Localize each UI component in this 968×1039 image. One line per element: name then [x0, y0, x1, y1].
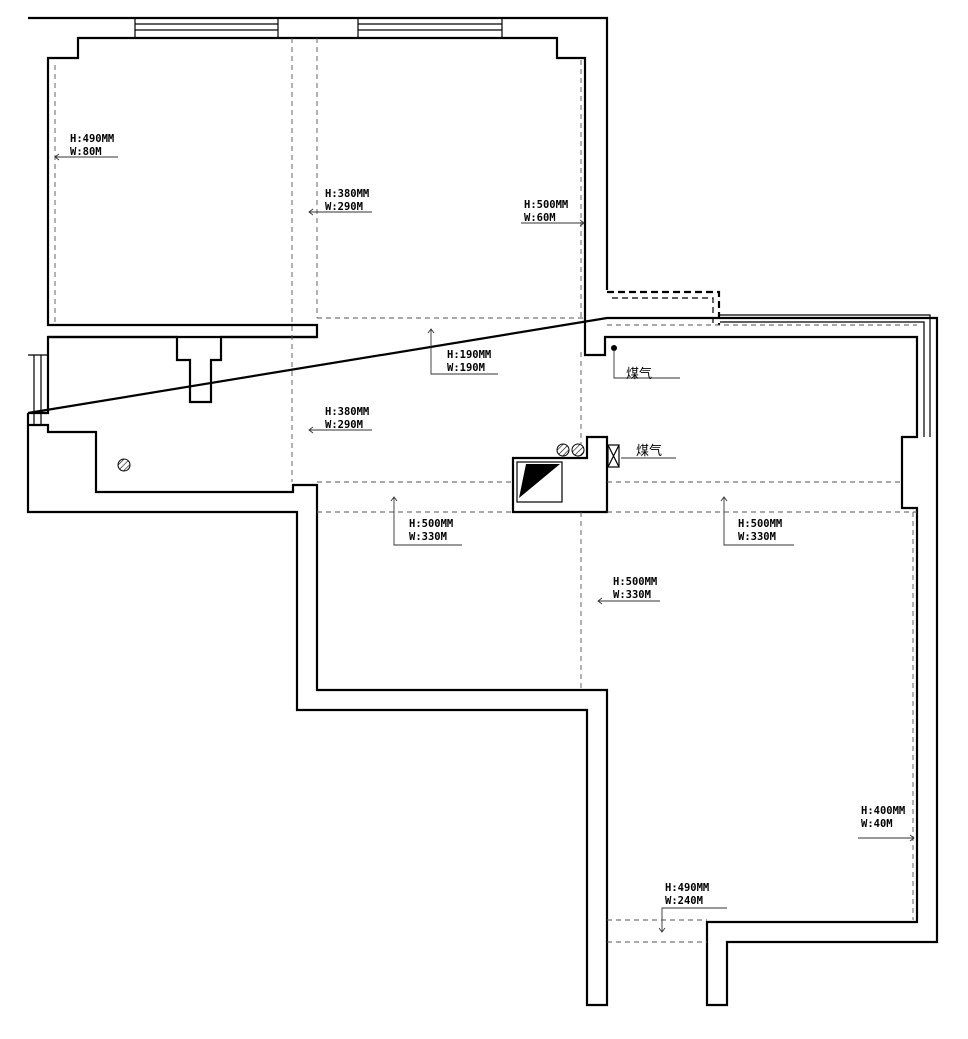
annotation-height: H:400MM: [861, 805, 905, 817]
balcony-dashed-inner: [612, 297, 714, 325]
annotation-labels: H:490MM W:80M H:380MM W:290M H:500MM W:6…: [70, 133, 905, 907]
annotation-width: W:290M: [325, 201, 363, 213]
pipe-icon: [556, 443, 570, 457]
annotation-width: W:80M: [70, 146, 102, 158]
annotation-width: W:40M: [861, 818, 893, 830]
annotation-height: H:380MM: [325, 406, 369, 418]
annotation-height: H:500MM: [524, 199, 568, 211]
balcony-dashed: [607, 290, 721, 325]
annotation-height: H:190MM: [447, 349, 491, 361]
annotation-height: H:490MM: [665, 882, 709, 894]
annotation-width: W:240M: [665, 895, 703, 907]
leaders: [54, 153, 915, 933]
outer-wall-left-block: [27, 16, 939, 1007]
dimension-dashes: [54, 38, 917, 943]
annotation-height: H:500MM: [613, 576, 657, 588]
balcony-rail: [720, 314, 931, 437]
annotation-width: W:290M: [325, 419, 363, 431]
annotation-width: W:330M: [738, 531, 776, 543]
annotation-height: H:380MM: [325, 188, 369, 200]
annotation-width: W:190M: [447, 362, 485, 374]
gas-meter-icon: [607, 444, 620, 468]
gas-label: 煤气: [626, 366, 652, 382]
window-top-left: [134, 18, 279, 38]
stove-triangle-icon: [519, 464, 560, 498]
annotation-height: H:500MM: [409, 518, 453, 530]
left-lower-wall: [26, 413, 609, 1007]
gas-meter-cross-icon: [607, 444, 620, 468]
kitchen-fixtures: [117, 345, 620, 514]
annotation-width: W:330M: [409, 531, 447, 543]
gas-point-icon: [611, 345, 617, 351]
walls: [26, 16, 939, 1007]
annotation-height: H:500MM: [738, 518, 782, 530]
drain-icon: [117, 458, 131, 472]
pipe-icon: [571, 443, 585, 457]
window-left: [28, 354, 48, 426]
counter: [511, 435, 609, 514]
annotation-height: H:490MM: [70, 133, 114, 145]
gas-label: 煤气: [636, 443, 662, 459]
stove-box: [516, 461, 563, 503]
window-top-right: [357, 18, 503, 38]
annotation-width: W:330M: [613, 589, 651, 601]
annotation-width: W:60M: [524, 212, 556, 224]
bedroom-bottom-wall: [48, 335, 317, 404]
